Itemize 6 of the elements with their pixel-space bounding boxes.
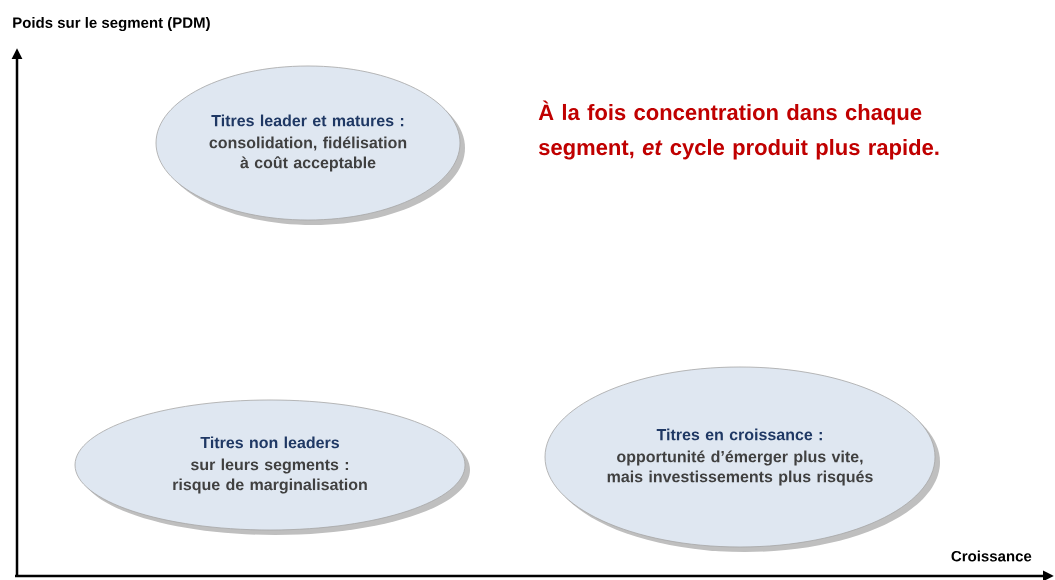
axis-label: Poids sur le segment (PDM) — [13, 16, 210, 32]
note-text: À la fois concentration dans chaque segment, et cycle produit plus rapide. — [538, 100, 939, 160]
ellipse-node: Titres non leaders sur leurs segments : risque de marginalisation — [74, 399, 470, 535]
ellipse-node: Titres leader et matures : consolidation, fidélisation à coût acceptable — [155, 65, 465, 225]
axis-label: Croissance — [951, 550, 1032, 562]
ellipse-node: Titres en croissance : opportunité d’émerger plus vite, mais investissements plus risqués — [544, 366, 940, 552]
